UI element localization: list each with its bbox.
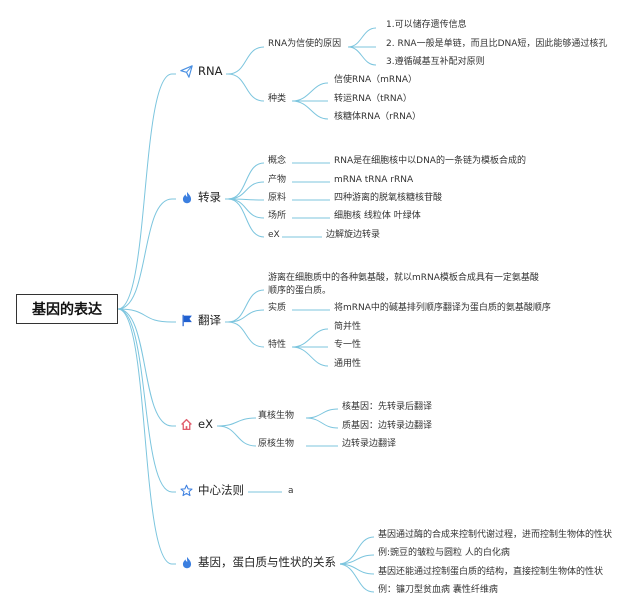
connector — [227, 309, 265, 323]
connector — [117, 308, 173, 493]
node-rna-reason[interactable]: RNA为信使的原因 — [268, 39, 342, 49]
branch-label: 基因，蛋白质与性状的关系 — [198, 555, 336, 569]
node-rna-reason-1[interactable]: 1.可以储存遗传信息 — [386, 20, 467, 30]
connector — [227, 321, 265, 348]
node-rna-type-3[interactable]: 核糖体RNA（rRNA） — [334, 112, 421, 122]
node-transcription-key-4[interactable]: 场所 — [268, 211, 287, 221]
connector — [347, 46, 377, 66]
paper-plane-icon — [180, 64, 193, 78]
connector — [291, 328, 329, 348]
connector — [227, 46, 265, 75]
node-transcription-val-2[interactable]: mRNA tRNA rRNA — [334, 175, 414, 185]
root-node[interactable]: 基因的表达 — [16, 294, 118, 324]
node-translation-essence-label[interactable]: 实质 — [268, 303, 287, 313]
connector — [117, 198, 173, 310]
connector — [217, 417, 257, 427]
connector — [227, 181, 265, 200]
node-transcription-val-3[interactable]: 四种游离的脱氧核糖核苷酸 — [334, 193, 443, 203]
node-rna-type-2[interactable]: 转运RNA（tRNA） — [334, 94, 412, 104]
node-translation-definition[interactable]: 游离在细胞质中的各种氨基酸，就以mRNA模板合成具有一定氨基酸顺序的蛋白质。 — [268, 273, 539, 296]
branch-transcription[interactable]: 转录 — [176, 186, 225, 208]
node-transcription-val-1[interactable]: RNA是在细胞核中以DNA的一条链为模板合成的 — [334, 156, 526, 166]
node-transcription-key-1[interactable]: 概念 — [268, 156, 287, 166]
connector — [337, 563, 375, 593]
connector — [337, 563, 375, 575]
branch-label: eX — [198, 417, 213, 431]
node-rna-reason-3[interactable]: 3.遵循碱基互补配对原则 — [386, 57, 485, 67]
fire-icon — [180, 556, 193, 569]
node-translation-trait-3[interactable]: 通用性 — [334, 359, 362, 369]
node-transcription-key-3[interactable]: 原料 — [268, 193, 287, 203]
branch-ex[interactable]: eX — [176, 413, 217, 435]
node-transcription-val-4[interactable]: 细胞核 线粒体 叶绿体 — [334, 211, 421, 221]
connector — [227, 198, 265, 219]
connector — [337, 554, 375, 565]
home-icon — [180, 418, 193, 431]
branch-rna[interactable]: RNA — [176, 60, 227, 82]
node-transcription-key-2[interactable]: 产物 — [268, 175, 287, 185]
branch-gene-protein-trait[interactable]: 基因，蛋白质与性状的关系 — [176, 551, 340, 573]
node-relation-1[interactable]: 基因通过酶的合成来控制代谢过程，进而控制生物体的性状 — [378, 530, 613, 540]
branch-label: 转录 — [198, 190, 221, 204]
node-relation-4[interactable]: 例：镰刀型贫血病 囊性纤维病 — [378, 585, 498, 595]
branch-label: RNA — [198, 64, 223, 78]
node-transcription-val-5[interactable]: 边解旋边转录 — [326, 230, 381, 240]
connector — [117, 308, 173, 427]
connector — [227, 162, 265, 200]
node-dogma-note[interactable]: a — [288, 486, 294, 496]
node-translation-trait-1[interactable]: 简并性 — [334, 322, 362, 332]
connector — [291, 100, 329, 120]
connector — [117, 308, 173, 565]
branch-central-dogma[interactable]: 中心法则 — [176, 479, 248, 501]
node-ex-eukaryote-1[interactable]: 核基因：先转录后翻译 — [342, 402, 433, 412]
connector — [305, 408, 339, 419]
node-rna-type-1[interactable]: 信使RNA（mRNA） — [334, 75, 418, 85]
connector — [227, 73, 265, 102]
connector — [217, 425, 257, 447]
connector — [117, 308, 173, 323]
flag-icon — [180, 314, 193, 327]
node-transcription-key-5[interactable]: eX — [268, 230, 280, 240]
node-translation-essence[interactable]: 将mRNA中的碱基排列顺序翻译为蛋白质的氨基酸顺序 — [334, 303, 551, 313]
node-ex-eukaryote[interactable]: 真核生物 — [258, 411, 295, 421]
node-rna-types[interactable]: 种类 — [268, 94, 287, 104]
node-relation-2[interactable]: 例:豌豆的皱粒与圆粒 人的白化病 — [378, 548, 510, 558]
node-translation-traits-label[interactable]: 特性 — [268, 340, 287, 350]
node-rna-reason-2[interactable]: 2. RNA一般是单链，而且比DNA短，因此能够通过核孔 — [386, 39, 608, 49]
node-relation-3[interactable]: 基因还能通过控制蛋白质的结构，直接控制生物体的性状 — [378, 567, 604, 577]
connector — [117, 73, 173, 310]
branch-label: 中心法则 — [198, 483, 244, 497]
connector — [227, 198, 265, 238]
node-ex-prokaryote[interactable]: 原核生物 — [258, 439, 295, 449]
node-ex-prokaryote-1[interactable]: 边转录边翻译 — [342, 439, 397, 449]
node-translation-trait-2[interactable]: 专一性 — [334, 340, 362, 350]
connector — [291, 346, 329, 367]
connector — [291, 82, 329, 102]
branch-label: 翻译 — [198, 313, 221, 327]
connector — [227, 289, 265, 323]
star-icon — [180, 484, 193, 497]
connector — [305, 417, 339, 429]
branch-translation[interactable]: 翻译 — [176, 309, 225, 331]
connector — [347, 27, 377, 48]
fire-icon — [180, 191, 193, 204]
node-ex-eukaryote-2[interactable]: 质基因：边转录边翻译 — [342, 421, 433, 431]
